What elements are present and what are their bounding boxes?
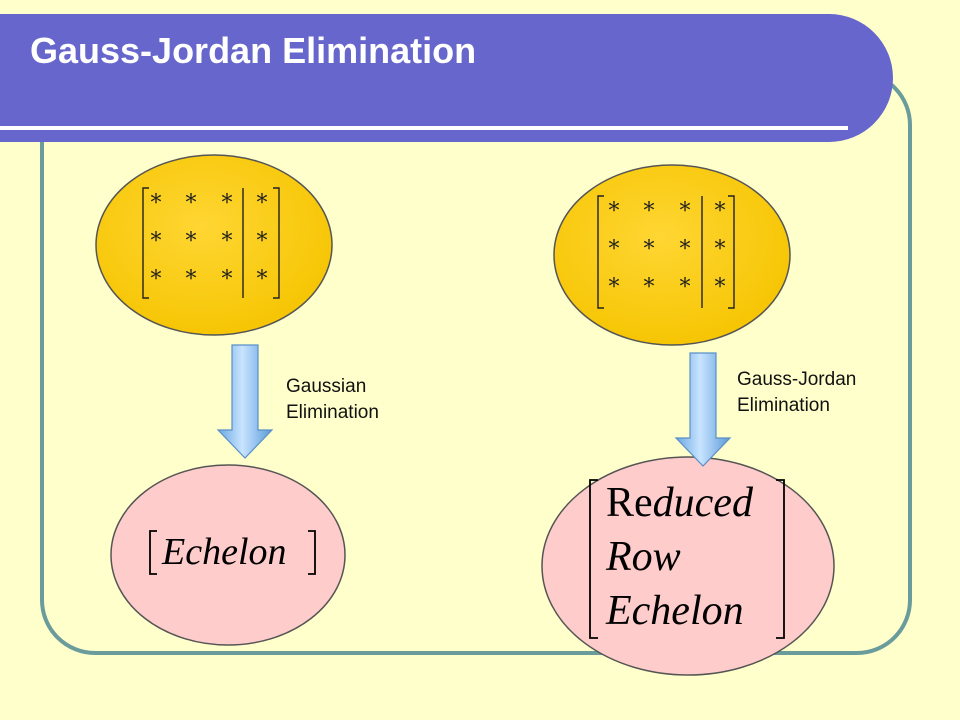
echelon-brackets — [149, 530, 316, 575]
left-matrix-entry-r2-c1: * — [151, 229, 162, 254]
right-matrix-entry-r3-c1: * — [609, 275, 620, 300]
right-matrix-entry-r2-c2: * — [644, 237, 655, 262]
left-matrix-entry-r3-c1: * — [151, 267, 162, 292]
title-underline — [0, 126, 848, 130]
left-matrix: * * * * * * * * * * * * — [151, 191, 268, 292]
gauss-jordan-label-line2: Elimination — [737, 395, 830, 416]
left-matrix-entry-r1-c2: * — [186, 191, 197, 216]
left-matrix-brackets — [142, 187, 280, 299]
right-matrix-entry-r3-c4: * — [715, 275, 726, 300]
left-matrix-entry-r2-c4: * — [257, 229, 268, 254]
right-matrix-entry-r1-c3: * — [680, 199, 691, 224]
gaussian-label-line2: Elimination — [286, 402, 379, 423]
left-matrix-entry-r3-c2: * — [186, 267, 197, 292]
left-matrix-entry-r1-c4: * — [257, 191, 268, 216]
right-matrix-entry-r3-c2: * — [644, 275, 655, 300]
right-result-oval — [541, 456, 835, 676]
right-matrix-oval — [553, 164, 791, 346]
gauss-jordan-elimination-label: Gauss-Jordan Elimination — [737, 367, 856, 419]
gaussian-label-line1: Gaussian — [286, 376, 367, 397]
reduced-row-echelon-brackets — [589, 479, 785, 639]
right-matrix-entry-r1-c1: * — [609, 199, 620, 224]
right-matrix-entry-r1-c2: * — [644, 199, 655, 224]
left-matrix-oval — [95, 154, 333, 336]
reduced-italic-part: duced — [652, 480, 753, 526]
reduced-line: Reduced — [606, 476, 753, 530]
right-matrix-entry-r2-c4: * — [715, 237, 726, 262]
left-matrix-entry-r3-c4: * — [257, 267, 268, 292]
left-down-arrow — [216, 344, 274, 459]
right-matrix-entry-r1-c4: * — [715, 199, 726, 224]
right-matrix-brackets — [597, 195, 735, 309]
gauss-jordan-label-line1: Gauss-Jordan — [737, 369, 857, 390]
left-matrix-entry-r3-c3: * — [222, 267, 233, 292]
left-matrix-entry-r2-c3: * — [222, 229, 233, 254]
page-title: Gauss-Jordan Elimination — [30, 30, 477, 71]
left-matrix-entry-r2-c2: * — [186, 229, 197, 254]
gaussian-elimination-label: Gaussian Elimination — [286, 374, 379, 426]
right-matrix: * * * * * * * * * * * * — [609, 199, 726, 300]
reduced-row-echelon-text: Reduced Row Echelon — [606, 476, 753, 638]
right-matrix-entry-r2-c1: * — [609, 237, 620, 262]
left-result-oval — [110, 464, 346, 646]
right-matrix-entry-r2-c3: * — [680, 237, 691, 262]
title-bar — [0, 14, 893, 142]
echelon-line: Echelon — [606, 588, 744, 634]
right-matrix-entry-r3-c3: * — [680, 275, 691, 300]
echelon-text: Echelon — [162, 531, 287, 573]
reduced-upright-part: Re — [606, 480, 653, 526]
right-down-arrow — [674, 352, 732, 467]
row-line: Row — [606, 534, 681, 580]
left-matrix-entry-r1-c3: * — [222, 191, 233, 216]
left-matrix-entry-r1-c1: * — [151, 191, 162, 216]
